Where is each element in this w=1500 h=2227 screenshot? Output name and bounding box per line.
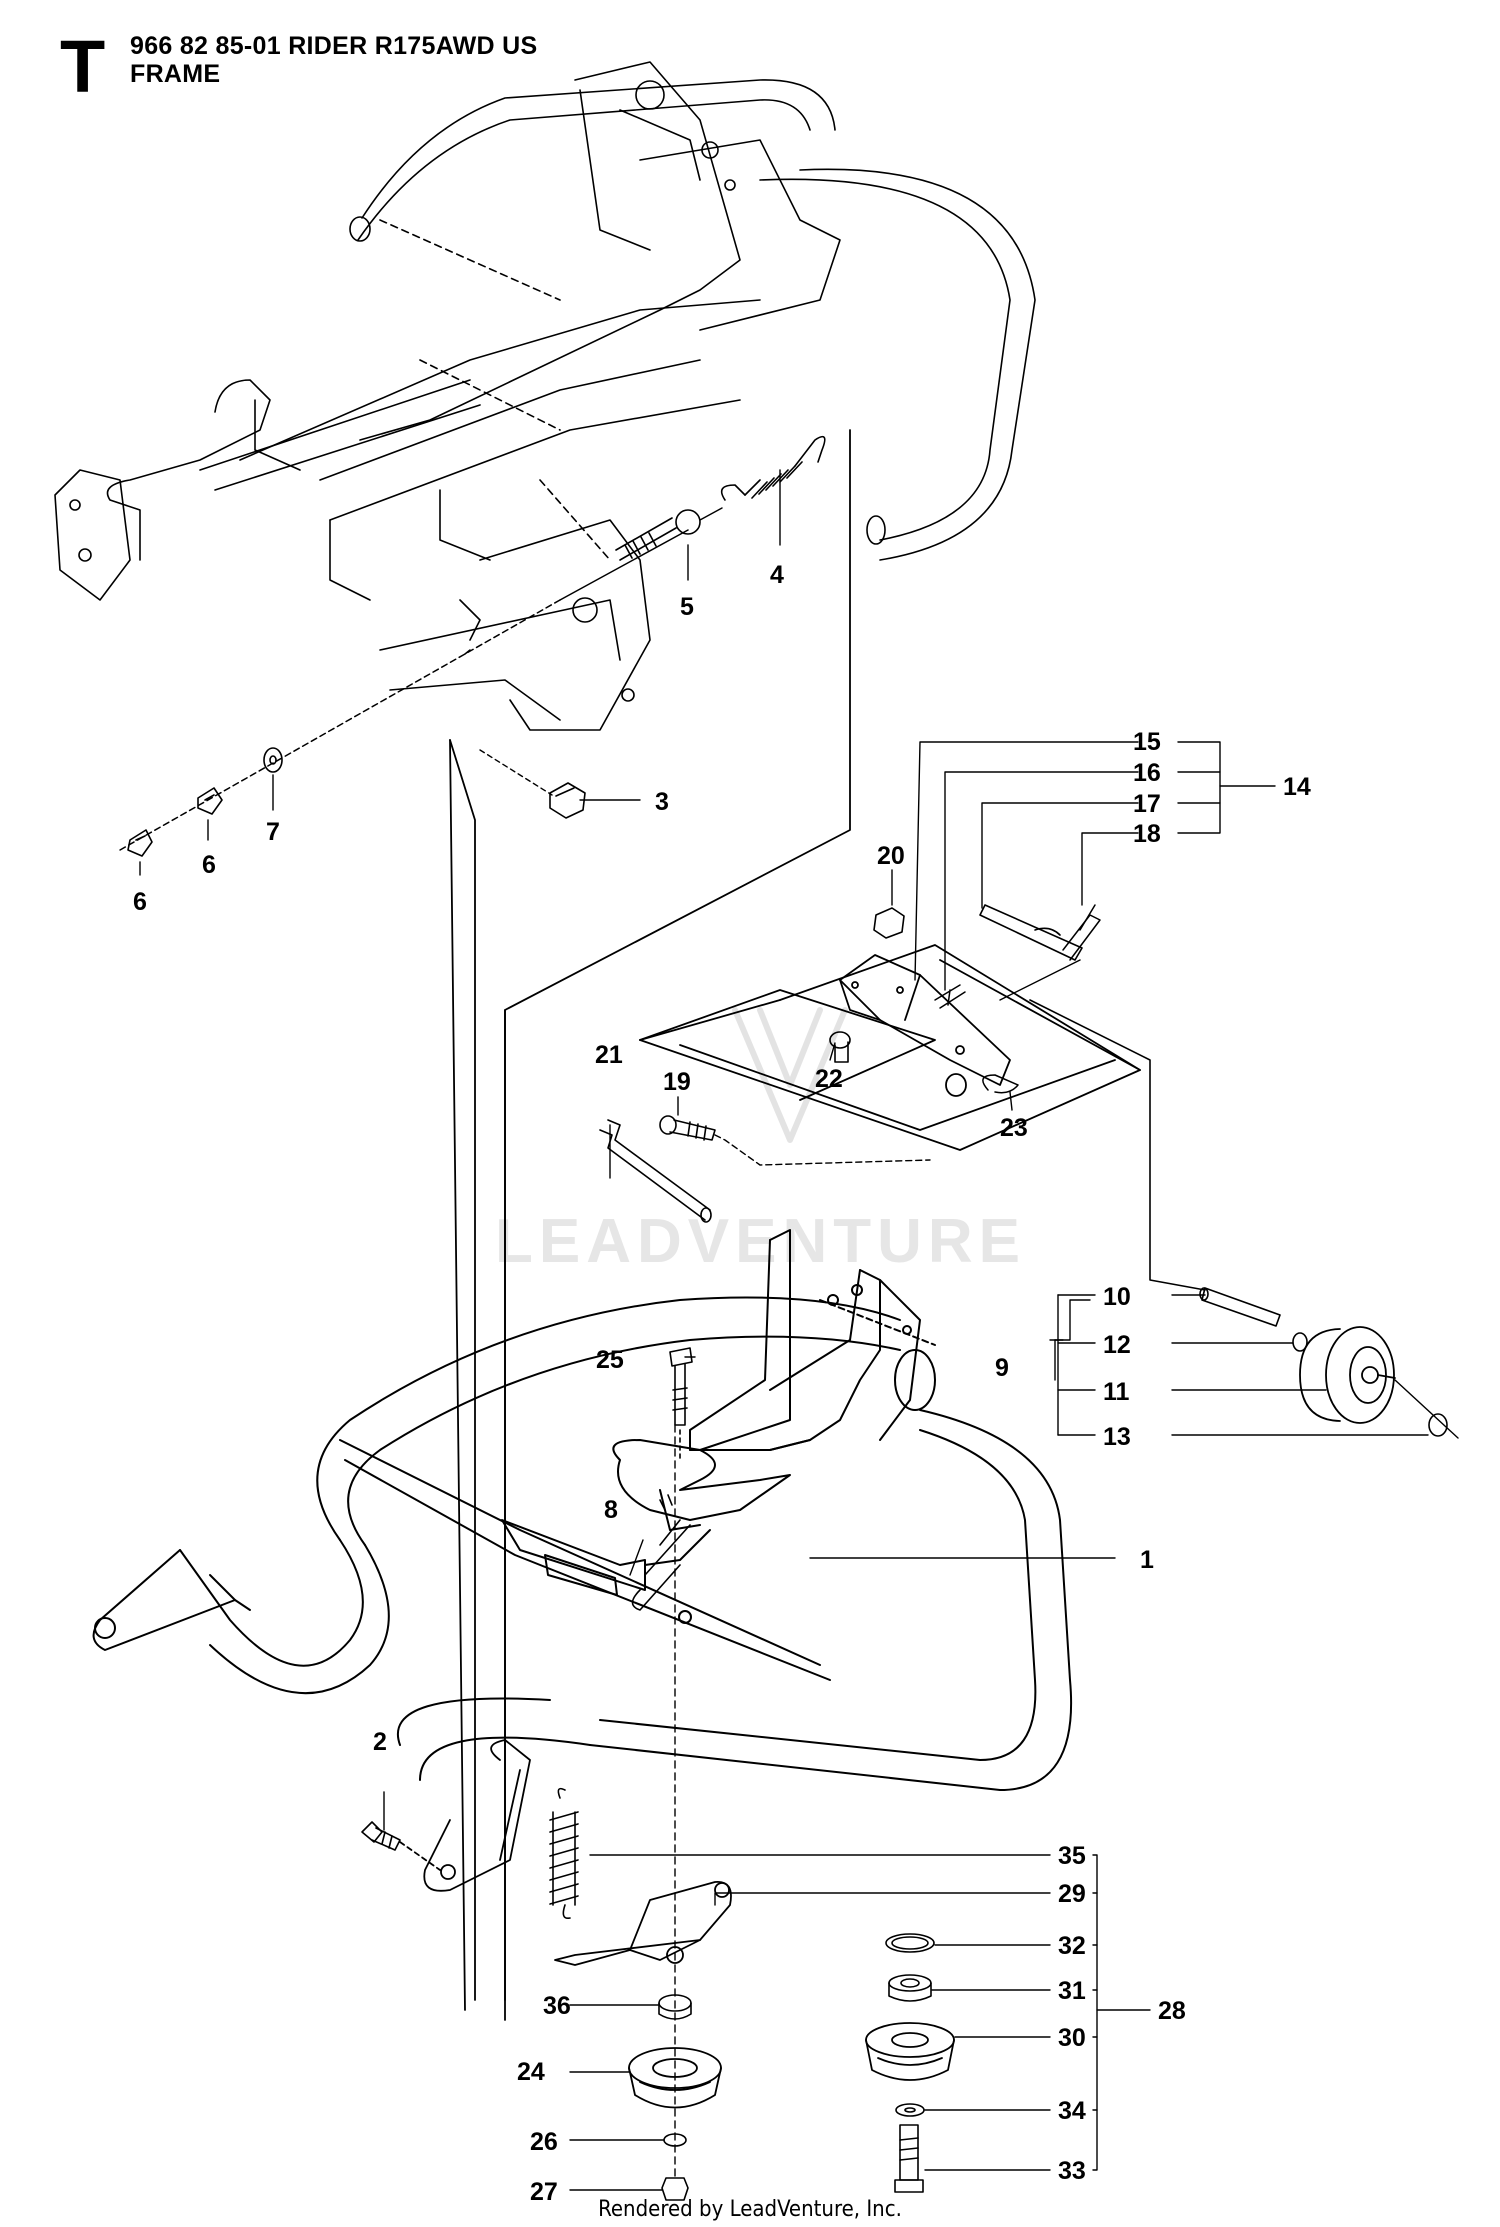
shoulder-bolt xyxy=(659,1115,716,1141)
chassis-frame xyxy=(54,61,1036,731)
cotter-pin xyxy=(1062,904,1101,961)
callout-18: 18 xyxy=(1133,820,1161,848)
nut-leader-hidden xyxy=(479,749,553,796)
callout-27: 27 xyxy=(530,2178,558,2206)
bolt-axis xyxy=(714,1134,931,1166)
callout-33: 33 xyxy=(1058,2157,1086,2185)
callout-5: 5 xyxy=(680,593,694,621)
lift-frame xyxy=(92,1296,1073,1791)
callout-22: 22 xyxy=(815,1065,843,1093)
leader-lines xyxy=(139,469,1429,2191)
hairpin-8 xyxy=(631,1494,691,1611)
callout-35: 35 xyxy=(1058,1842,1086,1870)
diagram-title: 966 82 85-01 RIDER R175AWD US xyxy=(130,32,538,60)
callout-6: 6 xyxy=(133,888,147,916)
callout-13: 13 xyxy=(1103,1423,1131,1451)
callout-11: 11 xyxy=(1103,1378,1130,1406)
side-bracket xyxy=(399,1739,531,1892)
pulley-30 xyxy=(865,2022,955,2081)
callout-32: 32 xyxy=(1058,1932,1086,1960)
retaining-ring-13 xyxy=(1428,1413,1448,1437)
callout-16: 16 xyxy=(1133,759,1161,787)
callout-15: 15 xyxy=(1133,728,1161,756)
clevis-pin xyxy=(979,904,1083,961)
eye-bolt xyxy=(615,509,701,561)
callout-4: 4 xyxy=(770,561,784,589)
callout-labels: 1 2 3 4 5 6 6 7 8 9 10 11 12 13 14 15 16… xyxy=(133,561,1311,2206)
callout-1: 1 xyxy=(1140,1546,1154,1574)
callout-36: 36 xyxy=(543,1992,571,2020)
hairpin-clip xyxy=(934,984,966,1009)
callout-10: 10 xyxy=(1103,1283,1131,1311)
bearing-31 xyxy=(888,1974,932,2002)
callout-7: 7 xyxy=(266,818,280,846)
assembly-outline xyxy=(449,429,851,2021)
clevis-leader xyxy=(999,959,1081,1001)
hairpin-clip xyxy=(982,1074,1019,1094)
bolt-22 xyxy=(829,1031,851,1063)
lock-nut xyxy=(197,787,223,815)
callout-3: 3 xyxy=(655,788,669,816)
callout-26: 26 xyxy=(530,2128,558,2156)
callout-34: 34 xyxy=(1058,2097,1086,2125)
callout-6b: 6 xyxy=(202,851,216,879)
callout-25: 25 xyxy=(596,1346,624,1374)
callout-8: 8 xyxy=(604,1496,618,1524)
flange-nut xyxy=(549,782,586,819)
callout-28: 28 xyxy=(1158,1997,1186,2025)
lift-arm xyxy=(612,1229,936,1531)
washer-34 xyxy=(895,2103,925,2117)
tension-spring xyxy=(720,435,826,501)
callout-17: 17 xyxy=(1133,790,1161,818)
linkage-plate-outline xyxy=(639,944,1141,1151)
hex-bolt-25 xyxy=(669,1347,693,1461)
callout-12: 12 xyxy=(1103,1331,1131,1359)
pedal-bracket xyxy=(839,954,1011,1097)
wheel-bracket-guide xyxy=(1029,999,1206,1291)
retaining-ring-32 xyxy=(885,1933,935,1953)
callout-29: 29 xyxy=(1058,1880,1086,1908)
callout-14: 14 xyxy=(1283,773,1311,801)
lock-nut xyxy=(127,829,153,857)
callout-9: 9 xyxy=(995,1354,1009,1382)
watermark-logo xyxy=(732,1007,848,1143)
spring-link xyxy=(699,507,723,521)
axle-pin xyxy=(1199,1287,1281,1327)
diagram-subtitle: FRAME xyxy=(130,60,221,88)
callout-19: 19 xyxy=(663,1068,691,1096)
washer xyxy=(263,747,283,773)
idler-arm xyxy=(554,1881,732,1966)
footer-credit: Rendered by LeadVenture, Inc. xyxy=(598,2197,902,2222)
section-letter: T xyxy=(60,25,106,108)
callout-24: 24 xyxy=(517,2058,545,2086)
callout-30: 30 xyxy=(1058,2024,1086,2052)
gauge-wheel xyxy=(1299,1326,1396,1424)
callout-21: 21 xyxy=(595,1041,623,1069)
axle-line xyxy=(1394,1379,1459,1439)
watermark-text: LEADVENTURE xyxy=(495,1207,1026,1276)
bolt-33 xyxy=(894,2124,924,2193)
carriage-bolt-2 xyxy=(361,1821,401,1851)
callout-20: 20 xyxy=(877,842,905,870)
callout-2: 2 xyxy=(373,1728,387,1756)
callout-23: 23 xyxy=(1000,1114,1028,1142)
spring-35 xyxy=(549,1787,579,1920)
washer-12 xyxy=(1292,1332,1308,1352)
nut-20 xyxy=(873,907,905,939)
pivot-axis xyxy=(119,529,689,851)
nut-27 xyxy=(661,2177,689,2201)
callout-31: 31 xyxy=(1058,1977,1086,2005)
